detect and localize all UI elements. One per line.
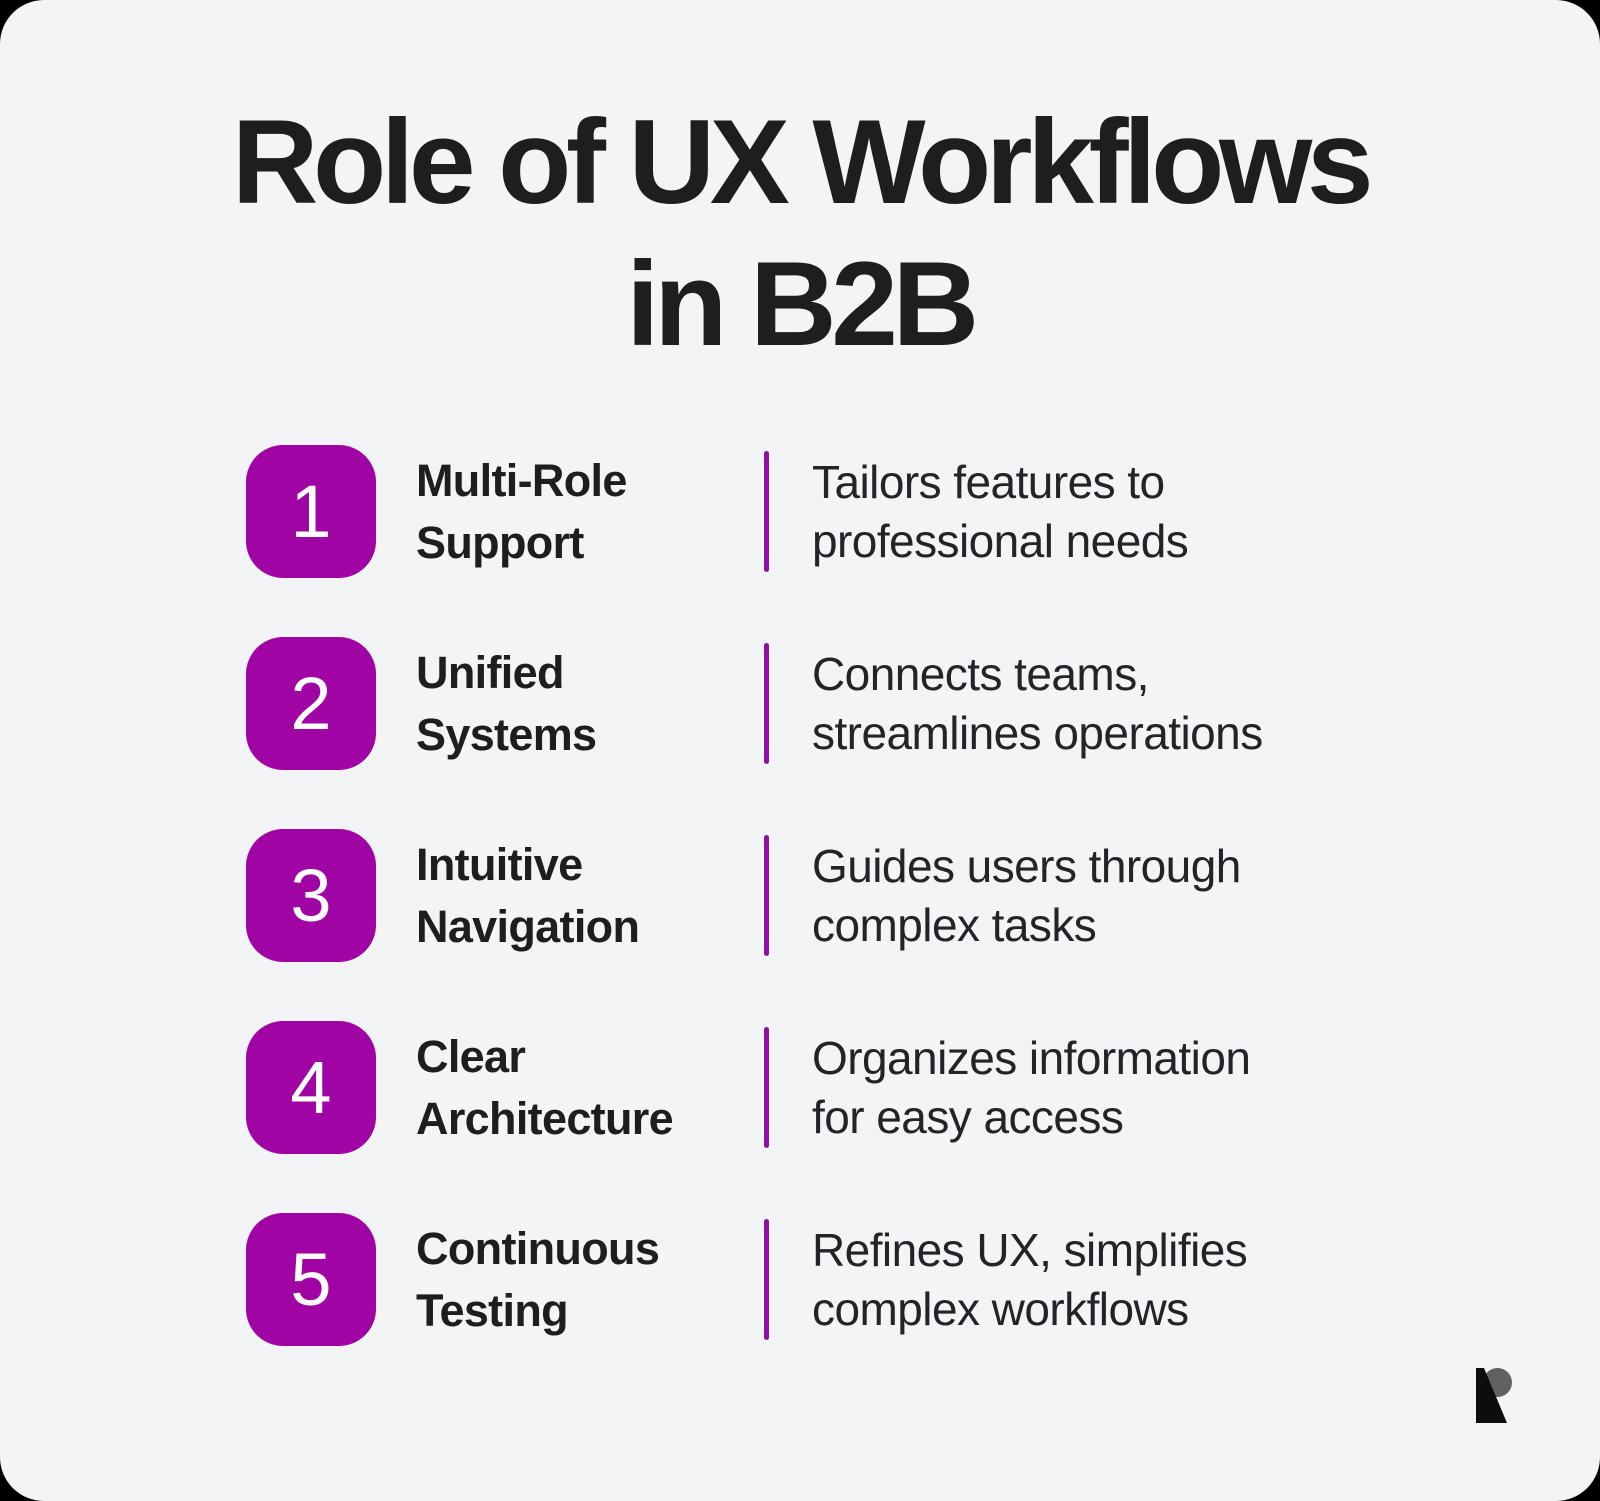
item-2-title: Unified Systems [416,646,597,760]
item-1-number: 1 [290,469,332,553]
list-item-2: 2 Unified Systems Connects teams, stream… [246,637,1600,771]
feature-list: 1 Multi-Role Support Tailors features to… [0,445,1600,1347]
page-title: Role of UX Workflows in B2B [231,95,1374,371]
item-1-number-badge: 1 [246,445,376,579]
list-item-1: 1 Multi-Role Support Tailors features to… [246,445,1600,579]
r-mark-logo-icon [1476,1368,1512,1423]
item-5-number-badge: 5 [246,1213,376,1347]
item-2-divider [764,643,769,765]
item-4-description: Organizes information for easy access [812,1032,1251,1143]
item-3-number-badge: 3 [246,829,376,963]
item-5-description: Refines UX, simplifies complex workflows [812,1224,1248,1335]
item-5-title: Continuous Testing [416,1222,660,1336]
list-item-5: 5 Continuous Testing Refines UX, simplif… [246,1213,1600,1347]
item-4-number: 4 [290,1045,332,1129]
item-2-description: Connects teams, streamlines operations [812,648,1263,759]
item-1-description: Tailors features to professional needs [812,456,1189,567]
item-3-title: Intuitive Navigation [416,838,640,952]
item-5-number: 5 [290,1237,332,1321]
item-2-number-badge: 2 [246,637,376,771]
item-3-number: 3 [290,853,332,937]
list-item-4: 4 Clear Architecture Organizes informati… [246,1021,1600,1155]
item-4-divider [764,1027,769,1149]
item-3-description: Guides users through complex tasks [812,840,1241,951]
item-1-divider [764,451,769,573]
item-4-title: Clear Architecture [416,1030,674,1144]
item-4-number-badge: 4 [246,1021,376,1155]
item-2-number: 2 [290,661,332,745]
list-item-3: 3 Intuitive Navigation Guides users thro… [246,829,1600,963]
item-5-divider [764,1219,769,1341]
item-1-title: Multi-Role Support [416,454,627,568]
item-3-divider [764,835,769,957]
